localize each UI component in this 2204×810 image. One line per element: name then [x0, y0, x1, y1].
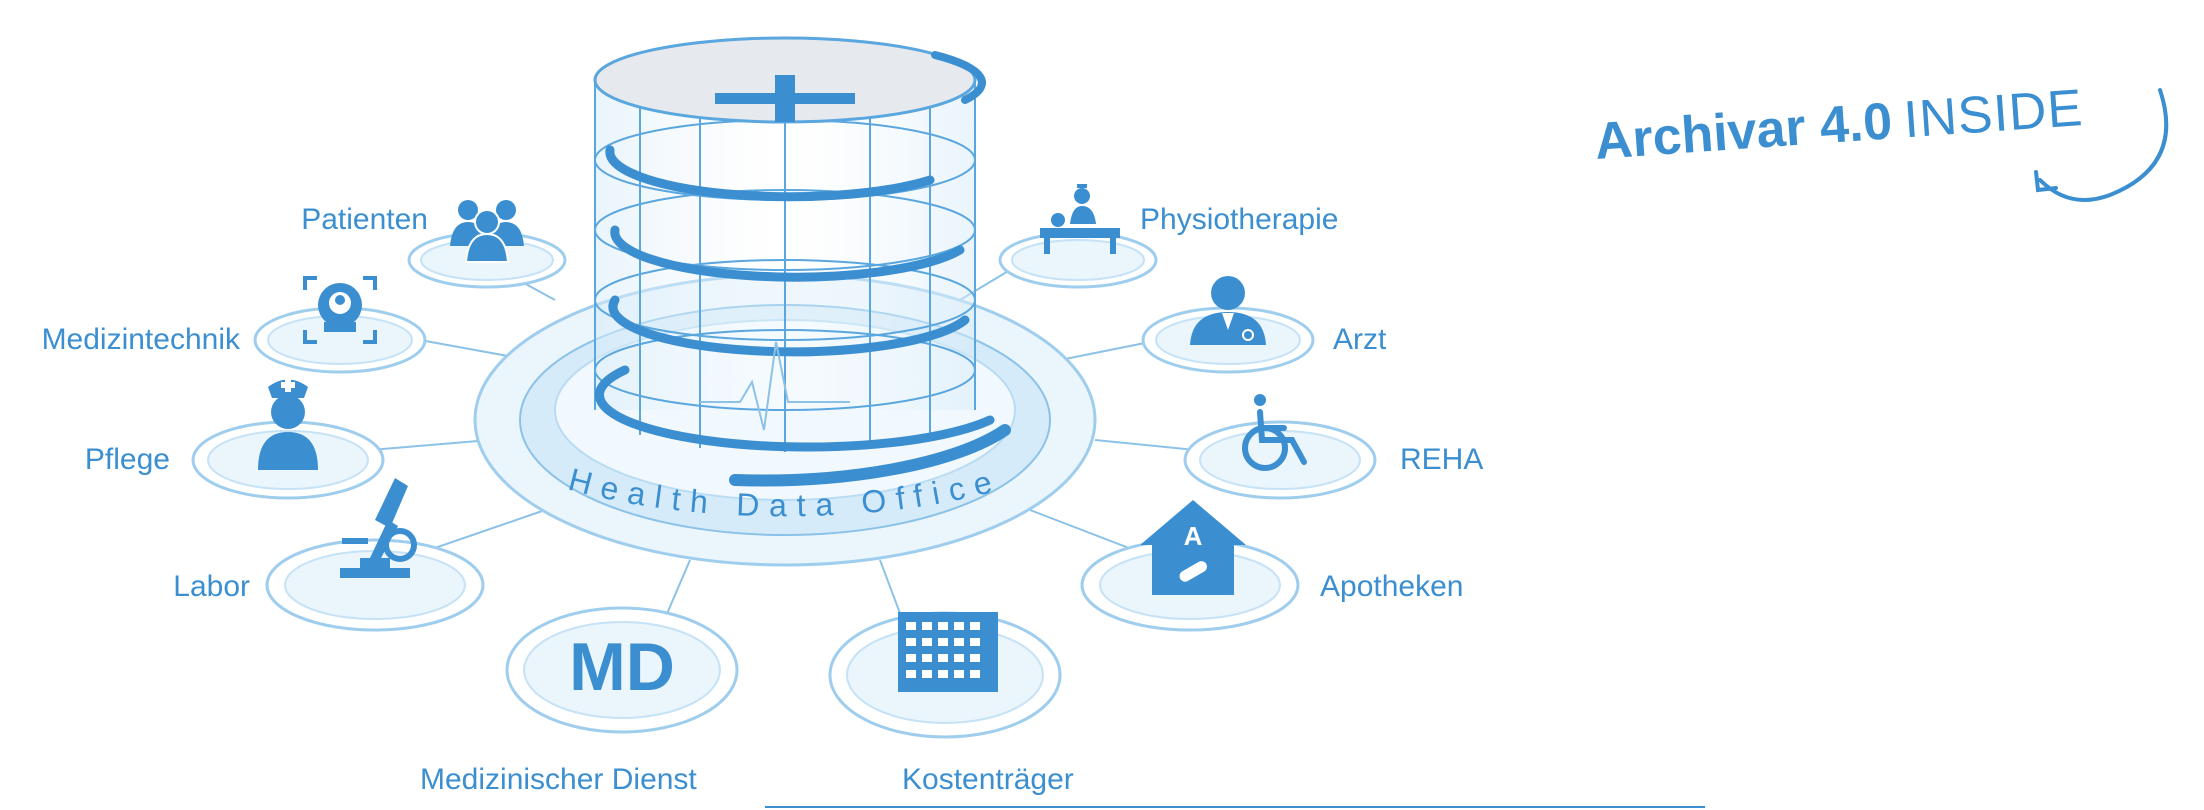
label-labor: Labor: [173, 570, 250, 603]
node-reha: [1183, 394, 1377, 500]
label-apotheken: Apotheken: [1320, 570, 1464, 603]
label-reha: REHA: [1400, 443, 1484, 476]
node-labor: [265, 478, 485, 632]
brand-suffix: INSIDE: [1901, 78, 2085, 150]
node-physiotherapie: [998, 184, 1158, 289]
md-letters-icon: MD: [569, 629, 675, 705]
doctor-icon: [1190, 276, 1266, 345]
label-arzt: Arzt: [1333, 323, 1387, 356]
nurse-icon: [258, 378, 318, 470]
node-patienten: [407, 200, 567, 289]
brand-arrow-icon: [2034, 88, 2169, 202]
database-cylinder-icon: [593, 36, 1011, 487]
microscope-icon: [340, 478, 417, 578]
node-pflege: [191, 378, 385, 500]
label-pflege: Pflege: [84, 443, 170, 476]
wheelchair-icon: [1242, 394, 1307, 471]
physio-bed-icon: [1040, 184, 1120, 254]
mri-scanner-icon: [303, 276, 377, 344]
node-arzt: [1141, 276, 1315, 374]
label-physiotherapie: Physiotherapie: [1140, 203, 1339, 236]
label-medizintechnik: Medizintechnik: [41, 323, 240, 356]
label-medizinischer-dienst: Medizinischer Dienst: [420, 763, 697, 796]
pharmacy-house-icon: A: [1140, 500, 1246, 595]
bottom-rule: [765, 806, 1705, 808]
office-building-icon: [898, 612, 998, 692]
label-kostentraeger: Kostenträger: [902, 763, 1074, 796]
label-patienten: Patienten: [301, 203, 428, 236]
node-apotheken: A: [1080, 500, 1300, 632]
node-medizinischer-dienst: MD: [505, 606, 739, 734]
pharmacy-letter: A: [1184, 521, 1203, 551]
node-medizintechnik: [253, 276, 427, 374]
people-group-icon: [450, 200, 524, 263]
node-kostentraeger: [828, 611, 1062, 739]
